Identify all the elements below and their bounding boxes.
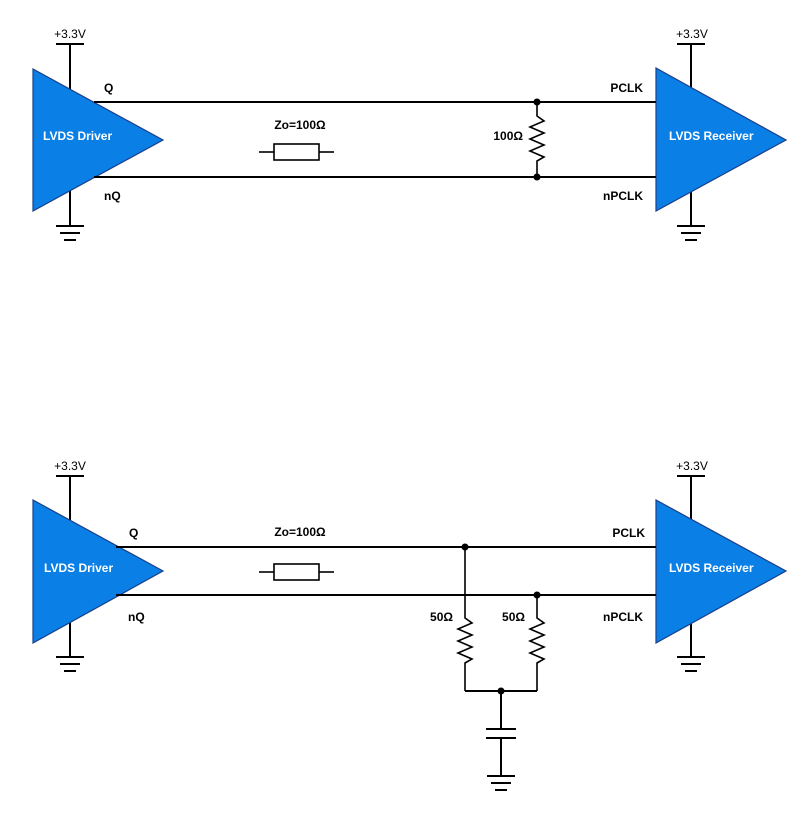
bottom-pclk-label: PCLK [612,526,645,540]
bottom-capacitor-ground-icon [487,775,515,791]
bottom-left-termination-resistor-icon [455,547,475,691]
top-receiver-triangle [655,66,788,213]
bottom-q-label: Q [129,526,138,540]
bottom-driver-ground-icon [56,656,84,672]
bottom-receiver-label: LVDS Receiver [669,561,754,575]
top-npclk-label: nPCLK [603,189,643,203]
bottom-capacitor-icon [486,728,516,739]
bottom-impedance-label: Zo=100Ω [274,525,326,539]
bottom-circuit: +3.3V LVDS Driver +3.3V LVDS Receiver Q … [32,459,788,791]
top-receiver-label: LVDS Receiver [669,129,754,143]
top-termination-resistor-icon [527,102,547,177]
bottom-npclk-label: nPCLK [603,610,643,624]
top-impedance-label: Zo=100Ω [274,118,326,132]
top-receiver-supply-label: +3.3V [676,27,708,41]
bottom-right-termination-resistor-icon [527,595,547,691]
top-termination-label: 100Ω [493,129,523,143]
top-pclk-label: PCLK [610,81,643,95]
top-q-label: Q [104,81,113,95]
bottom-receiver-triangle [655,498,788,645]
top-driver-supply-label: +3.3V [54,27,86,41]
top-driver-triangle [32,67,165,213]
bottom-receiver-ground-icon [677,656,705,672]
bottom-impedance-resistor-icon [259,563,334,581]
top-driver-ground-icon [56,225,84,241]
bottom-receiver-supply-label: +3.3V [676,459,708,473]
top-circuit: +3.3V LVDS Driver +3.3V LVDS Receiver Q … [32,27,788,241]
top-receiver-ground-icon [677,225,705,241]
bottom-right-termination-label: 50Ω [502,610,525,624]
bottom-driver-triangle [32,498,165,645]
top-nq-label: nQ [104,189,121,203]
top-driver-label: LVDS Driver [43,129,112,143]
bottom-left-termination-label: 50Ω [430,610,453,624]
bottom-driver-label: LVDS Driver [44,561,113,575]
bottom-driver-supply-label: +3.3V [54,459,86,473]
top-impedance-resistor-icon [259,143,334,161]
bottom-nq-label: nQ [128,610,145,624]
